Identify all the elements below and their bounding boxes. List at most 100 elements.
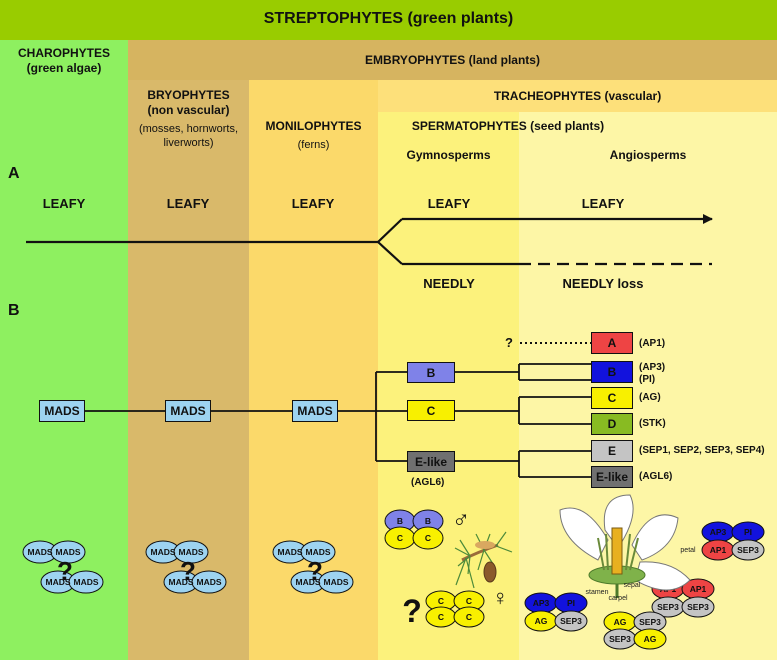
angiosperms-header: Angiosperms — [609, 148, 687, 162]
question-icon: ? — [57, 556, 73, 586]
ag-label: AG — [535, 616, 548, 626]
flower-diagram-icon — [559, 494, 691, 598]
tracheophytes-header: TRACHEOPHYTES (vascular) — [493, 89, 662, 103]
mads-label: MADS — [178, 547, 203, 557]
mads-label: MADS — [45, 577, 70, 587]
angio-e-box: E — [591, 440, 633, 462]
mads-label: MADS — [277, 547, 302, 557]
monilophytes-band — [249, 80, 378, 660]
gymno-c-box: C — [407, 400, 455, 421]
ap3-label: AP3 — [533, 598, 550, 608]
angio-ap3-pi-ap1-sep3-complex — [701, 521, 765, 561]
carpel-label: carpel — [608, 595, 628, 602]
leafy-monilophytes: LEAFY — [291, 196, 335, 211]
bryophytes-header: BRYOPHYTES (non vascular) (mosses, hornw… — [128, 88, 249, 150]
b-label: B — [397, 516, 403, 526]
panel-a-letter: A — [8, 165, 20, 182]
needly-lower-branch — [377, 241, 403, 265]
leafy-angiosperms: LEAFY — [581, 196, 625, 211]
c-label: C — [425, 533, 431, 543]
gymno-female-complex — [425, 590, 485, 628]
question-icon: ? — [402, 593, 422, 629]
mads-label: MADS — [323, 577, 348, 587]
title-band — [0, 0, 777, 40]
mads-label: MADS — [73, 577, 98, 587]
c-label: C — [438, 612, 444, 622]
needly-loss-angiosperms: NEEDLY loss — [562, 276, 644, 291]
ap1-question-mark: ? — [505, 335, 513, 350]
angio-b-box: B — [591, 361, 633, 383]
gymno-agl6-label: (AGL6) — [411, 477, 445, 488]
panel-b-letter: B — [8, 302, 20, 319]
gymno-b-box: B — [407, 362, 455, 383]
male-symbol-icon: ♂ — [452, 506, 470, 533]
pine-branch-icon — [454, 531, 513, 589]
charophytes-desc: (green algae) — [26, 61, 102, 75]
angio-a-box: A — [591, 332, 633, 354]
embryophytes-header: EMBRYOPHYTES (land plants) — [365, 53, 540, 67]
leafy-bryophytes: LEAFY — [166, 196, 210, 211]
ag-label: AG — [644, 634, 657, 644]
mads-label: MADS — [305, 547, 330, 557]
embryophytes-header-band — [128, 40, 777, 80]
mads-tetramer-monilophytes — [272, 540, 354, 594]
angio-c-tag: (AG) — [639, 392, 661, 403]
mads-label: MADS — [295, 577, 320, 587]
pi-label: PI — [567, 598, 575, 608]
sep3-label: SEP3 — [687, 602, 709, 612]
mads-tetramer-charophytes — [22, 540, 104, 594]
angio-ap3-pi-ag-sep3-complex — [524, 592, 588, 632]
ap1-label: AP1 — [710, 545, 727, 555]
b-label: B — [425, 516, 431, 526]
pi-label: PI — [744, 527, 752, 537]
c-label: C — [438, 596, 444, 606]
question-icon: ? — [180, 556, 196, 586]
ag-label: AG — [614, 617, 627, 627]
leafy-upper-branch — [377, 218, 403, 243]
sep3-label: SEP3 — [560, 616, 582, 626]
spermatophytes-header: SPERMATOPHYTES (seed plants) — [411, 119, 605, 133]
gymno-elike-box: E-like — [407, 451, 455, 472]
leafy-gymnosperms: LEAFY — [427, 196, 471, 211]
leafy-charophytes: LEAFY — [42, 196, 86, 211]
sep3-label: SEP3 — [737, 545, 759, 555]
sep3-label: SEP3 — [657, 602, 679, 612]
mads-label: MADS — [196, 577, 221, 587]
mads-box-monilophytes: MADS — [292, 400, 338, 422]
mads-label: MADS — [27, 547, 52, 557]
angio-c-box: C — [591, 387, 633, 409]
charophytes-name: CHAROPHYTES — [17, 46, 110, 60]
angio-d-box: D — [591, 413, 633, 435]
needly-gymnosperms: NEEDLY — [423, 276, 475, 291]
monilophytes-name: MONILOPHYTES — [265, 119, 362, 133]
mads-box-bryophytes: MADS — [165, 400, 211, 422]
c-label: C — [397, 533, 403, 543]
charophytes-header: CHAROPHYTES (green algae) — [0, 46, 128, 76]
angio-b-tag-ap3: (AP3) — [639, 362, 666, 373]
angio-d-tag: (STK) — [639, 418, 666, 429]
bryophytes-desc: (mosses, hornworts, liverworts) — [138, 123, 239, 149]
angio-elike-box: E-like — [591, 466, 633, 488]
ap3-label: AP3 — [710, 527, 727, 537]
gymno-male-complex — [384, 509, 444, 550]
angio-elike-tag: (AGL6) — [639, 471, 673, 482]
monilophytes-desc: (ferns) — [297, 139, 330, 151]
sep3-label: SEP3 — [639, 617, 661, 627]
ap1-label: AP1 — [690, 584, 707, 594]
c-label: C — [466, 612, 472, 622]
page-title: STREPTOPHYTES (green plants) — [263, 10, 514, 27]
question-icon: ? — [307, 556, 323, 586]
mads-label: MADS — [150, 547, 175, 557]
mads-box-charophytes: MADS — [39, 400, 85, 422]
stamen-label: stamen — [586, 589, 609, 596]
sep3-label: SEP3 — [609, 634, 631, 644]
gymnosperms-header: Gymnosperms — [406, 148, 491, 162]
c-label: C — [466, 596, 472, 606]
monilophytes-header: MONILOPHYTES (ferns) — [249, 119, 378, 152]
female-symbol-icon: ♀ — [492, 585, 509, 610]
angio-ag-sep3-complex — [603, 611, 667, 650]
mads-label: MADS — [55, 547, 80, 557]
